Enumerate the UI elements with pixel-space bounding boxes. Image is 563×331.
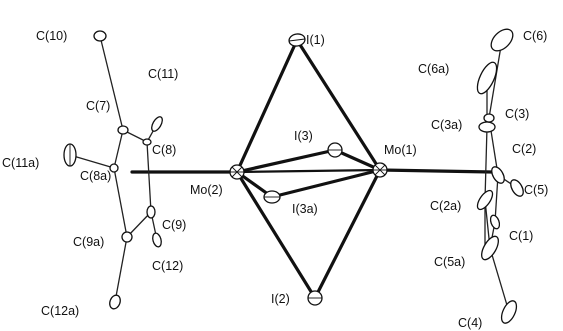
bond-C9a-C12a	[114, 236, 128, 303]
atom-C8a	[109, 163, 119, 173]
atom-C3	[483, 113, 495, 123]
atom-I3	[327, 142, 343, 158]
label-Mo1: Mo(1)	[384, 143, 417, 157]
atom-C5	[510, 179, 524, 197]
atom-C4	[500, 300, 518, 324]
bond-C7-C10	[99, 35, 124, 131]
label-C3a: C(3a)	[431, 118, 462, 132]
atom-C9a	[121, 231, 133, 243]
bond-Mo1-centroid	[378, 168, 494, 174]
label-C3: C(3)	[505, 107, 529, 121]
label-I1: I(1)	[306, 33, 325, 47]
label-C6: C(6)	[523, 29, 547, 43]
bonds	[69, 35, 518, 313]
bond-I1-Mo1	[295, 38, 382, 172]
atom-C6a	[476, 61, 498, 95]
label-C11: C(11)	[148, 67, 178, 81]
bond-I3-Mo1	[333, 148, 382, 172]
bond-C8a-C9a	[113, 167, 128, 238]
label-C6a: C(6a)	[418, 62, 449, 76]
bond-C3a-C2a	[484, 126, 488, 201]
label-C1: C(1)	[509, 229, 533, 243]
label-C12: C(12)	[152, 259, 183, 273]
atom-I2	[307, 290, 323, 306]
atom-C6	[490, 28, 514, 52]
atom-C5a	[481, 235, 499, 261]
bond-I3a-Mo1	[270, 168, 382, 199]
atom-C11	[151, 116, 163, 132]
label-C8a: C(8a)	[80, 169, 111, 183]
atom-C12	[152, 232, 162, 248]
atom-C8	[142, 138, 152, 146]
bond-I1-Mo2	[235, 38, 299, 174]
atom-C11a	[63, 143, 77, 167]
label-C10: C(10)	[36, 29, 67, 43]
label-C2a: C(2a)	[430, 199, 461, 213]
bond-Mo2-I2	[235, 170, 317, 300]
atom-labels: C(10) C(11) C(7) C(8) C(11a) C(8a) Mo(2)…	[2, 29, 548, 330]
label-C11a: C(11a)	[2, 156, 39, 170]
bond-Mo1-Mo2	[236, 168, 381, 174]
atom-Mo2	[229, 164, 245, 180]
label-I3: I(3)	[294, 129, 313, 143]
atoms	[63, 28, 524, 324]
atom-C3a	[478, 121, 496, 133]
atom-C2	[491, 166, 505, 184]
label-C4: C(4)	[458, 316, 482, 330]
atom-Mo1	[372, 162, 388, 178]
bond-C7-C8a	[113, 129, 124, 169]
label-C12a: C(12a)	[41, 304, 79, 318]
bond-C8a-C11a	[69, 154, 115, 169]
atom-C7	[117, 125, 129, 135]
label-C2: C(2)	[512, 142, 536, 156]
label-C5: C(5)	[524, 183, 548, 197]
atom-C2a	[476, 189, 494, 211]
atom-I3a	[263, 190, 281, 204]
atom-C12a	[109, 294, 121, 310]
atom-C10	[93, 30, 107, 42]
label-C7: C(7)	[86, 99, 110, 113]
label-I3a: I(3a)	[292, 202, 318, 216]
bond-Mo2-I3	[235, 148, 337, 174]
label-C9: C(9)	[162, 218, 186, 232]
bond-C1-C4	[489, 247, 510, 313]
label-C8: C(8)	[152, 143, 176, 157]
bond-C2-C1	[494, 174, 499, 223]
label-I2: I(2)	[271, 292, 290, 306]
bond-Mo1-I2	[313, 168, 382, 300]
bond-C3-C6	[488, 39, 503, 119]
bond-C8-C9	[146, 141, 152, 213]
atom-I1	[288, 33, 306, 47]
atom-C1	[489, 214, 501, 230]
label-Mo2: Mo(2)	[190, 183, 223, 197]
bond-C9a-C9	[126, 211, 152, 238]
atom-C9	[146, 205, 156, 219]
label-C9a: C(9a)	[73, 235, 104, 249]
label-C5a: C(5a)	[434, 255, 465, 269]
